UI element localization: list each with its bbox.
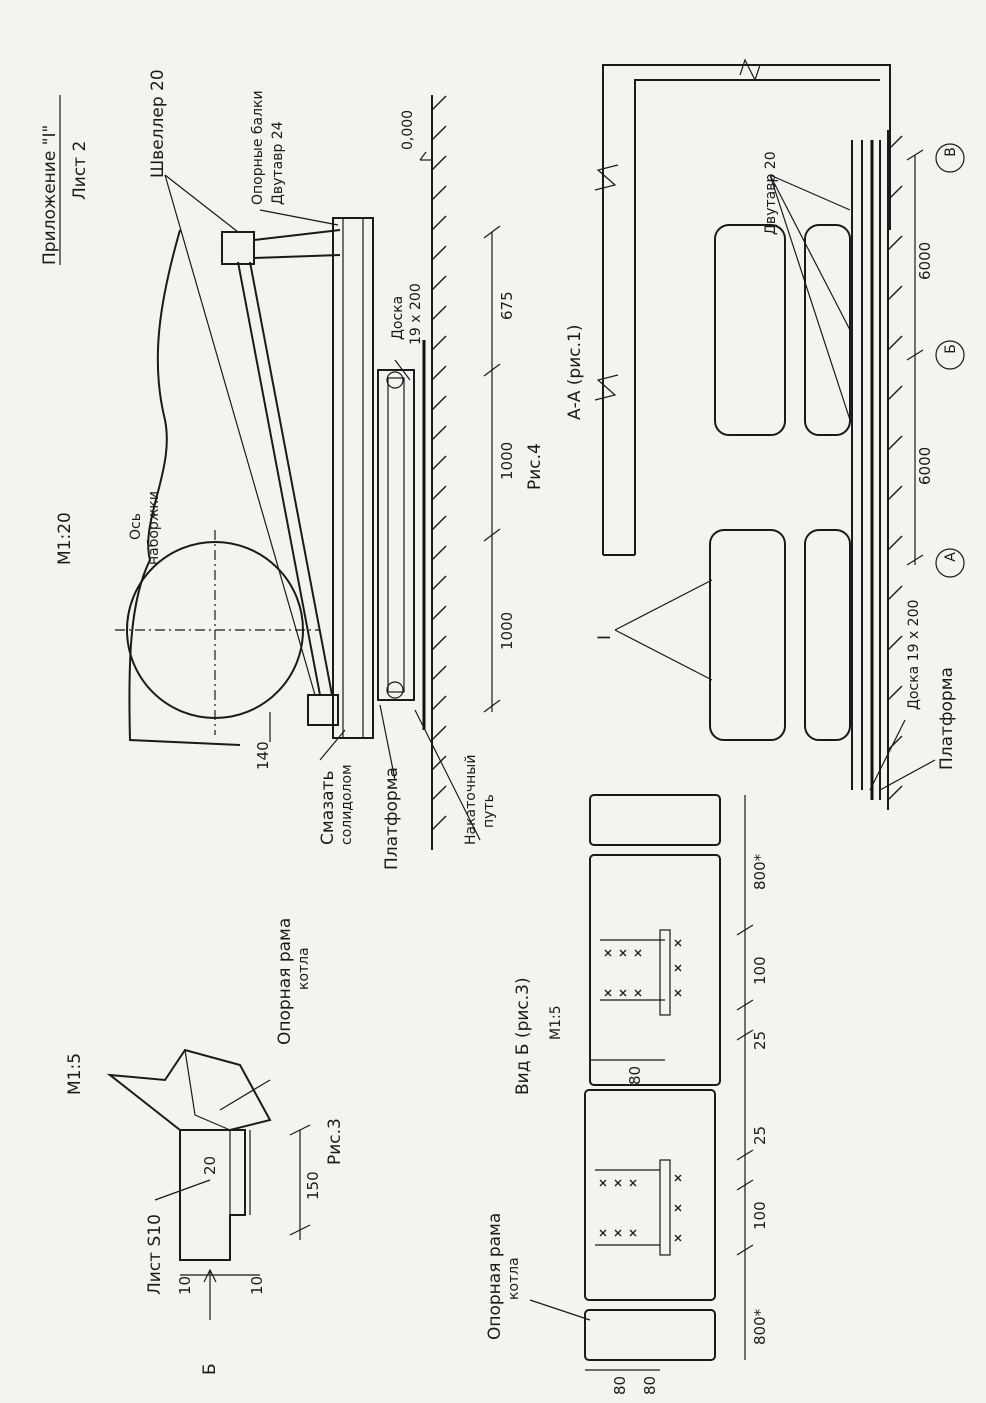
view-b-scale: M1:5 bbox=[548, 1005, 564, 1040]
plate-upper bbox=[589, 794, 721, 846]
dim-140: 140 bbox=[254, 741, 272, 770]
dim-150: 150 bbox=[304, 1171, 322, 1200]
frame-label: Опорная рама bbox=[275, 918, 295, 1045]
support-beams-type: Двутавр 24 bbox=[270, 121, 286, 205]
dim-100-bottom: 100 bbox=[751, 1201, 769, 1230]
frame-profile bbox=[106, 1048, 272, 1131]
appendix-label: Приложение "I" bbox=[40, 125, 60, 265]
weld-marks bbox=[599, 939, 682, 1242]
scale-label: M1:20 bbox=[55, 512, 75, 565]
dim-6000-a: 6000 bbox=[916, 242, 934, 280]
view-b: Вид Б (рис.3) M1:5 Опорная рама котла 80… bbox=[485, 794, 769, 1395]
section-ground-hatching bbox=[887, 135, 903, 801]
frame-label-2: котла bbox=[296, 947, 312, 990]
dim-100-top: 100 bbox=[751, 956, 769, 985]
fig3-caption: Рис.3 bbox=[325, 1118, 345, 1165]
platform-label: Платформа bbox=[382, 767, 402, 870]
view-b-marker: Б bbox=[200, 1363, 220, 1375]
vessel-1-upper bbox=[714, 224, 786, 436]
dim-80-bottom-a: 80 bbox=[611, 1376, 629, 1395]
board-size-label: 19 х 200 bbox=[408, 283, 424, 345]
channel-bottom bbox=[307, 694, 339, 726]
sheet-label-fig3: Лист S10 bbox=[145, 1214, 165, 1295]
dim-80-bottom-b: 80 bbox=[641, 1376, 659, 1395]
dim-800-top: 800* bbox=[751, 853, 769, 890]
track-label: Накаточный bbox=[463, 755, 479, 845]
dim-675: 675 bbox=[498, 291, 516, 320]
view-b-frame-label: Опорная рама bbox=[485, 1213, 505, 1340]
axis-marker-v: В bbox=[935, 143, 965, 173]
vessel-outline bbox=[128, 229, 241, 746]
fig4-caption: Рис.4 bbox=[525, 443, 545, 490]
sleeve-axis-label: Ось bbox=[128, 513, 144, 540]
board-label: Доска bbox=[390, 296, 406, 340]
plate-lower bbox=[584, 1089, 716, 1301]
sheet-label: Лист 2 bbox=[70, 141, 90, 200]
view-b-frame-label-2: котла bbox=[506, 1257, 522, 1300]
grease-label: Смазать bbox=[318, 771, 338, 846]
figure-3: M1:5 Опорная рама котла Лист S10 20 150 … bbox=[65, 918, 345, 1375]
axis-marker-a: А bbox=[935, 548, 965, 578]
dim-6000-b: 6000 bbox=[916, 447, 934, 485]
level-label: 0,000 bbox=[400, 110, 416, 150]
track-label-2: путь bbox=[481, 794, 497, 828]
figure-4: Швеллер 20 Опорные балки Двутавр 24 0,00… bbox=[55, 69, 545, 870]
vessel-2-lower bbox=[804, 529, 851, 741]
dim-800-bottom: 800* bbox=[751, 1308, 769, 1345]
vessel-2-upper bbox=[709, 529, 786, 741]
fig3-scale: M1:5 bbox=[65, 1053, 85, 1095]
axis-marker-b: Б bbox=[935, 340, 965, 370]
board-label-aa: Доска 19 х 200 bbox=[906, 600, 922, 710]
grease-label-2: солидолом bbox=[339, 764, 355, 845]
support-beam bbox=[332, 217, 374, 739]
item-label: I bbox=[595, 635, 615, 640]
sleeve-axis-label-2: наборжки bbox=[146, 491, 162, 565]
platform-label-aa: Платформа bbox=[937, 667, 957, 770]
ground-hatching bbox=[431, 95, 447, 831]
view-b-title: Вид Б (рис.3) bbox=[513, 977, 533, 1095]
sheet-plate bbox=[179, 1129, 246, 1261]
axis-a-label: А bbox=[943, 552, 959, 562]
section-title: А-А (рис.1) bbox=[565, 325, 585, 420]
dim-1000-b: 1000 bbox=[498, 612, 516, 650]
dim-25-bottom: 25 bbox=[751, 1126, 769, 1145]
header: Приложение "I" Лист 2 bbox=[40, 95, 90, 265]
section-a-a: В Б А Двутавр 20 А-А (рис.1) 6000 6000 I… bbox=[565, 58, 965, 810]
channel-top bbox=[221, 231, 255, 265]
dim-10-b: 10 bbox=[248, 1276, 266, 1295]
axis-b-label: Б bbox=[943, 344, 959, 354]
dim-1000-a: 1000 bbox=[498, 442, 516, 480]
dim-10-a: 10 bbox=[176, 1276, 194, 1295]
dim-80-top: 80 bbox=[626, 1066, 644, 1085]
ibeam-label: Двутавр 20 bbox=[763, 151, 779, 235]
wall-outline bbox=[602, 64, 891, 555]
dim-25-top: 25 bbox=[751, 1031, 769, 1050]
channel-label: Швеллер 20 bbox=[148, 69, 168, 178]
dim-20: 20 bbox=[201, 1156, 219, 1175]
support-beams-label: Опорные балки bbox=[250, 90, 266, 205]
platform bbox=[377, 369, 415, 701]
axis-v-label: В bbox=[943, 147, 959, 157]
